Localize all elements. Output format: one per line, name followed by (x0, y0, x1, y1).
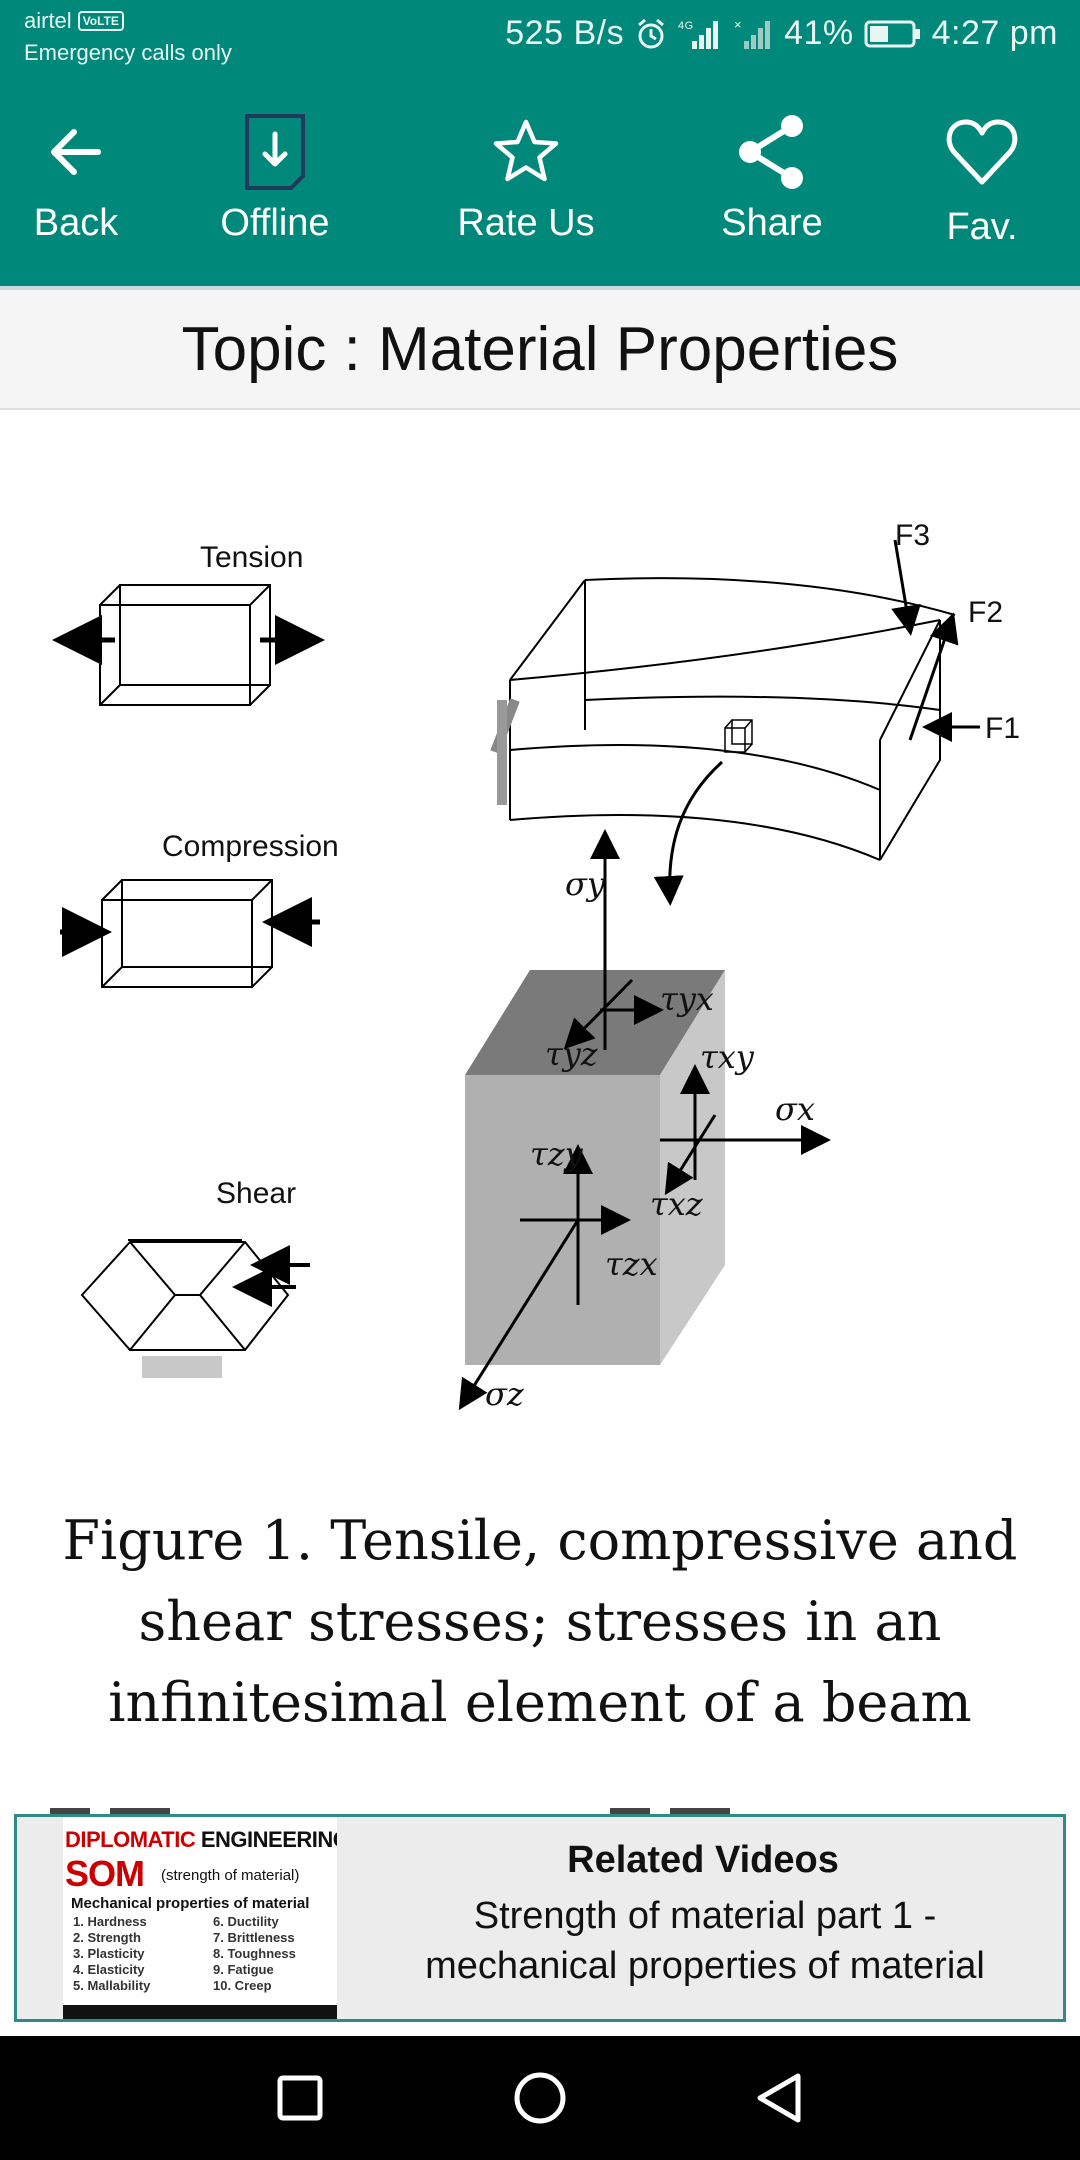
offline-label: Offline (220, 202, 330, 244)
clipped-text-line (50, 1800, 950, 1814)
favourite-label: Fav. (946, 206, 1018, 248)
f1-label: F1 (985, 712, 1020, 745)
circle-icon[interactable] (500, 2058, 580, 2138)
thumb-list-2: 6. Ductility 7. Brittleness 8. Toughness… (213, 1914, 296, 1993)
battery-icon (864, 19, 922, 49)
compression-label: Compression (162, 830, 339, 863)
arrow-left-icon (51, 129, 101, 175)
related-video-description: Strength of material part 1 - mechanical… (353, 1891, 1057, 1991)
thumb-som: SOM (65, 1853, 145, 1894)
triangle-back-icon[interactable] (740, 2058, 820, 2138)
download-icon (245, 114, 305, 190)
shear-base (142, 1356, 222, 1378)
tau-xz-label: τxz (650, 1185, 704, 1223)
back-label: Back (33, 202, 119, 244)
f2-arrow (908, 612, 959, 741)
compression-block (101, 879, 273, 988)
video-desc-line-1: Strength of material part 1 - (473, 1895, 937, 1937)
f3-arrow (891, 539, 921, 636)
top-toolbar: Back Offline Rate Us Share Fav. (0, 72, 1080, 288)
thumb-subtitle: (strength of material) (161, 1867, 300, 1884)
battery-percent: 41% (784, 14, 854, 52)
signal-no-service-icon: × (734, 17, 774, 51)
star-icon (493, 119, 559, 182)
back-button[interactable]: Back (0, 72, 176, 288)
volte-icon: VoLTE (77, 11, 124, 31)
thumb-title: DIPLOMATIC ENGINEERING (65, 1827, 337, 1852)
svg-text:×: × (734, 17, 742, 32)
video-thumbnail[interactable]: DIPLOMATIC ENGINEERING SOM (strength of … (63, 1817, 337, 2019)
tension-label: Tension (200, 541, 303, 574)
stress-figure: Tension Compression Shear (40, 500, 1040, 1440)
status-bar: airtel VoLTE Emergency calls only 525 B/… (0, 0, 1080, 72)
tau-zy-label: τzy (530, 1135, 584, 1173)
sigma-y-label: σy (565, 865, 606, 903)
thumb-list-1: 1. Hardness 2. Strength 3. Plasticity 4.… (73, 1914, 151, 1993)
alarm-icon (634, 17, 668, 51)
shear-label: Shear (216, 1177, 296, 1210)
stress-arrows (458, 829, 831, 1411)
shear-block (80, 1239, 290, 1351)
video-desc-line-2: mechanical properties of material (425, 1945, 985, 1987)
tau-yx-label: τyx (660, 980, 714, 1018)
topic-title: Topic : Material Properties (0, 290, 1080, 410)
thumb-heading: Mechanical properties of material (71, 1895, 310, 1912)
sigma-z-label: σz (485, 1375, 525, 1413)
carrier-name: airtel (24, 8, 72, 33)
system-nav-bar (0, 2036, 1080, 2160)
carrier: airtel VoLTE (24, 8, 124, 34)
f3-label: F3 (895, 519, 930, 552)
beam (509, 577, 956, 861)
caption-line-2: shear stresses; stresses in an (138, 1590, 942, 1653)
element-pointer-arrow (653, 760, 724, 906)
tau-yz-label: τyz (545, 1035, 599, 1073)
related-videos-title: Related Videos (567, 1839, 839, 1881)
signal-4g-icon: 4G (678, 17, 724, 51)
figure-caption: Figure 1. Tensile, compressive and shear… (60, 1500, 1020, 1743)
tau-zx-label: τzx (605, 1245, 658, 1283)
favourite-button[interactable]: Fav. (882, 72, 1080, 288)
offline-button[interactable]: Offline (175, 72, 375, 288)
square-icon[interactable] (260, 2058, 340, 2138)
share-icon (739, 115, 803, 189)
share-label: Share (721, 202, 823, 244)
f2-label: F2 (968, 596, 1003, 629)
clock: 4:27 pm (931, 14, 1058, 52)
share-button[interactable]: Share (672, 72, 872, 288)
rate-us-button[interactable]: Rate Us (426, 72, 626, 288)
network-speed: 525 B/s (505, 14, 625, 52)
toolbar-divider (0, 286, 1080, 290)
related-videos-card[interactable]: DIPLOMATIC ENGINEERING SOM (strength of … (14, 1814, 1066, 2022)
rate-us-label: Rate Us (457, 202, 595, 244)
caption-line-1: Figure 1. Tensile, compressive and (62, 1509, 1018, 1572)
sigma-x-label: σx (775, 1090, 815, 1128)
tau-xy-label: τxy (700, 1038, 755, 1076)
heart-icon (946, 119, 1018, 185)
status-indicators: 525 B/s 4G × 41% 4:27 pm (505, 14, 1058, 53)
small-element (724, 719, 753, 753)
caption-line-3: infinitesimal element of a beam (108, 1671, 972, 1734)
emergency-text: Emergency calls only (24, 40, 232, 65)
tension-block (99, 584, 271, 706)
svg-text:4G: 4G (678, 20, 694, 32)
